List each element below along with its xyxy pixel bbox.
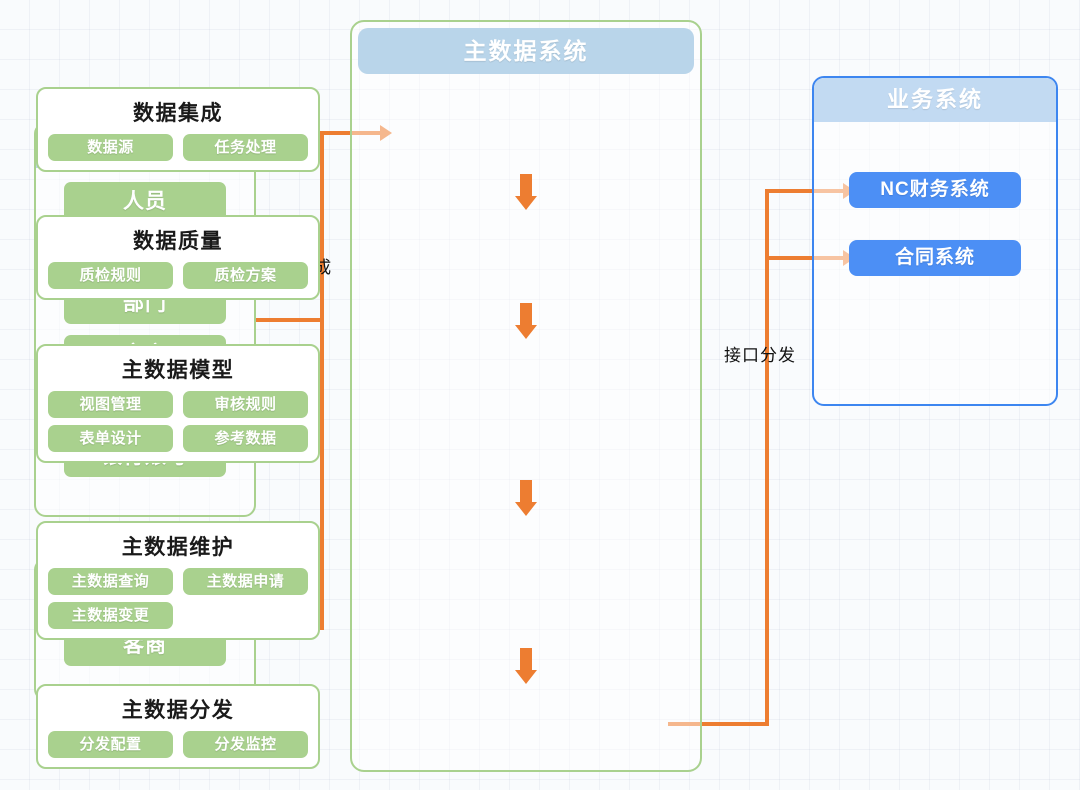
pill-item[interactable]: 主数据查询 (48, 568, 173, 595)
connector-distribution-to-trunk (668, 722, 769, 726)
card-master-data-distribution-pills: 分发配置 分发监控 (48, 731, 308, 758)
connector-trunk-to-contract-business (765, 256, 851, 260)
pill-item[interactable]: 质检方案 (183, 262, 308, 289)
pill-item[interactable]: 数据源 (48, 134, 173, 161)
edge-label-interface: 接口分发 (724, 346, 796, 365)
arrow-into-integration (380, 125, 392, 141)
button-contract-system[interactable]: 合同系统 (849, 240, 1021, 276)
card-data-integration-pills: 数据源 任务处理 (48, 134, 308, 161)
arrow-integration-to-quality (515, 174, 537, 210)
connector-left-trunk (320, 131, 324, 630)
card-master-data-model-pills: 视图管理 审核规则 表单设计 参考数据 (48, 391, 308, 452)
card-master-data-distribution[interactable]: 主数据分发 分发配置 分发监控 (36, 684, 320, 769)
pill-item[interactable]: 表单设计 (48, 425, 173, 452)
pill-item[interactable]: 任务处理 (183, 134, 308, 161)
card-data-quality[interactable]: 数据质量 质检规则 质检方案 (36, 215, 320, 300)
pill-item[interactable]: 审核规则 (183, 391, 308, 418)
pill-item[interactable]: 参考数据 (183, 425, 308, 452)
card-master-data-maintenance-title: 主数据维护 (121, 536, 235, 559)
panel-business-system-body: NC财务系统 合同系统 (814, 122, 1056, 288)
panel-master-data-system-title: 主数据系统 (358, 28, 694, 74)
pill-item[interactable]: 主数据申请 (183, 568, 308, 595)
arrow-maintenance-to-distribution (515, 648, 537, 684)
panel-business-system[interactable]: 业务系统 NC财务系统 合同系统 (812, 76, 1058, 406)
card-data-quality-pills: 质检规则 质检方案 (48, 262, 308, 289)
pill-item[interactable]: 质检规则 (48, 262, 173, 289)
connector-trunk-to-nc-business (765, 189, 851, 193)
pill-item[interactable]: 主数据变更 (48, 602, 173, 629)
panel-business-system-title: 业务系统 (814, 78, 1056, 122)
card-master-data-distribution-title: 主数据分发 (121, 699, 235, 722)
card-data-quality-title: 数据质量 (133, 230, 223, 253)
button-nc-finance-system[interactable]: NC财务系统 (849, 172, 1021, 208)
connector-right-trunk (765, 189, 769, 726)
pill-item[interactable]: 分发监控 (183, 731, 308, 758)
card-master-data-model[interactable]: 主数据模型 视图管理 审核规则 表单设计 参考数据 (36, 344, 320, 463)
arrow-quality-to-model (515, 303, 537, 339)
card-master-data-maintenance[interactable]: 主数据维护 主数据查询 主数据申请 主数据变更 (36, 521, 320, 640)
pill-item[interactable]: 视图管理 (48, 391, 173, 418)
card-data-integration[interactable]: 数据集成 数据源 任务处理 (36, 87, 320, 172)
panel-master-data-system[interactable]: 主数据系统 (350, 20, 702, 772)
card-master-data-maintenance-pills: 主数据查询 主数据申请 主数据变更 (48, 568, 308, 629)
pill-item[interactable]: 分发配置 (48, 731, 173, 758)
card-master-data-model-title: 主数据模型 (121, 359, 235, 382)
connector-nc-to-trunk (256, 318, 324, 322)
arrow-model-to-maintenance (515, 480, 537, 516)
card-data-integration-title: 数据集成 (133, 102, 223, 125)
